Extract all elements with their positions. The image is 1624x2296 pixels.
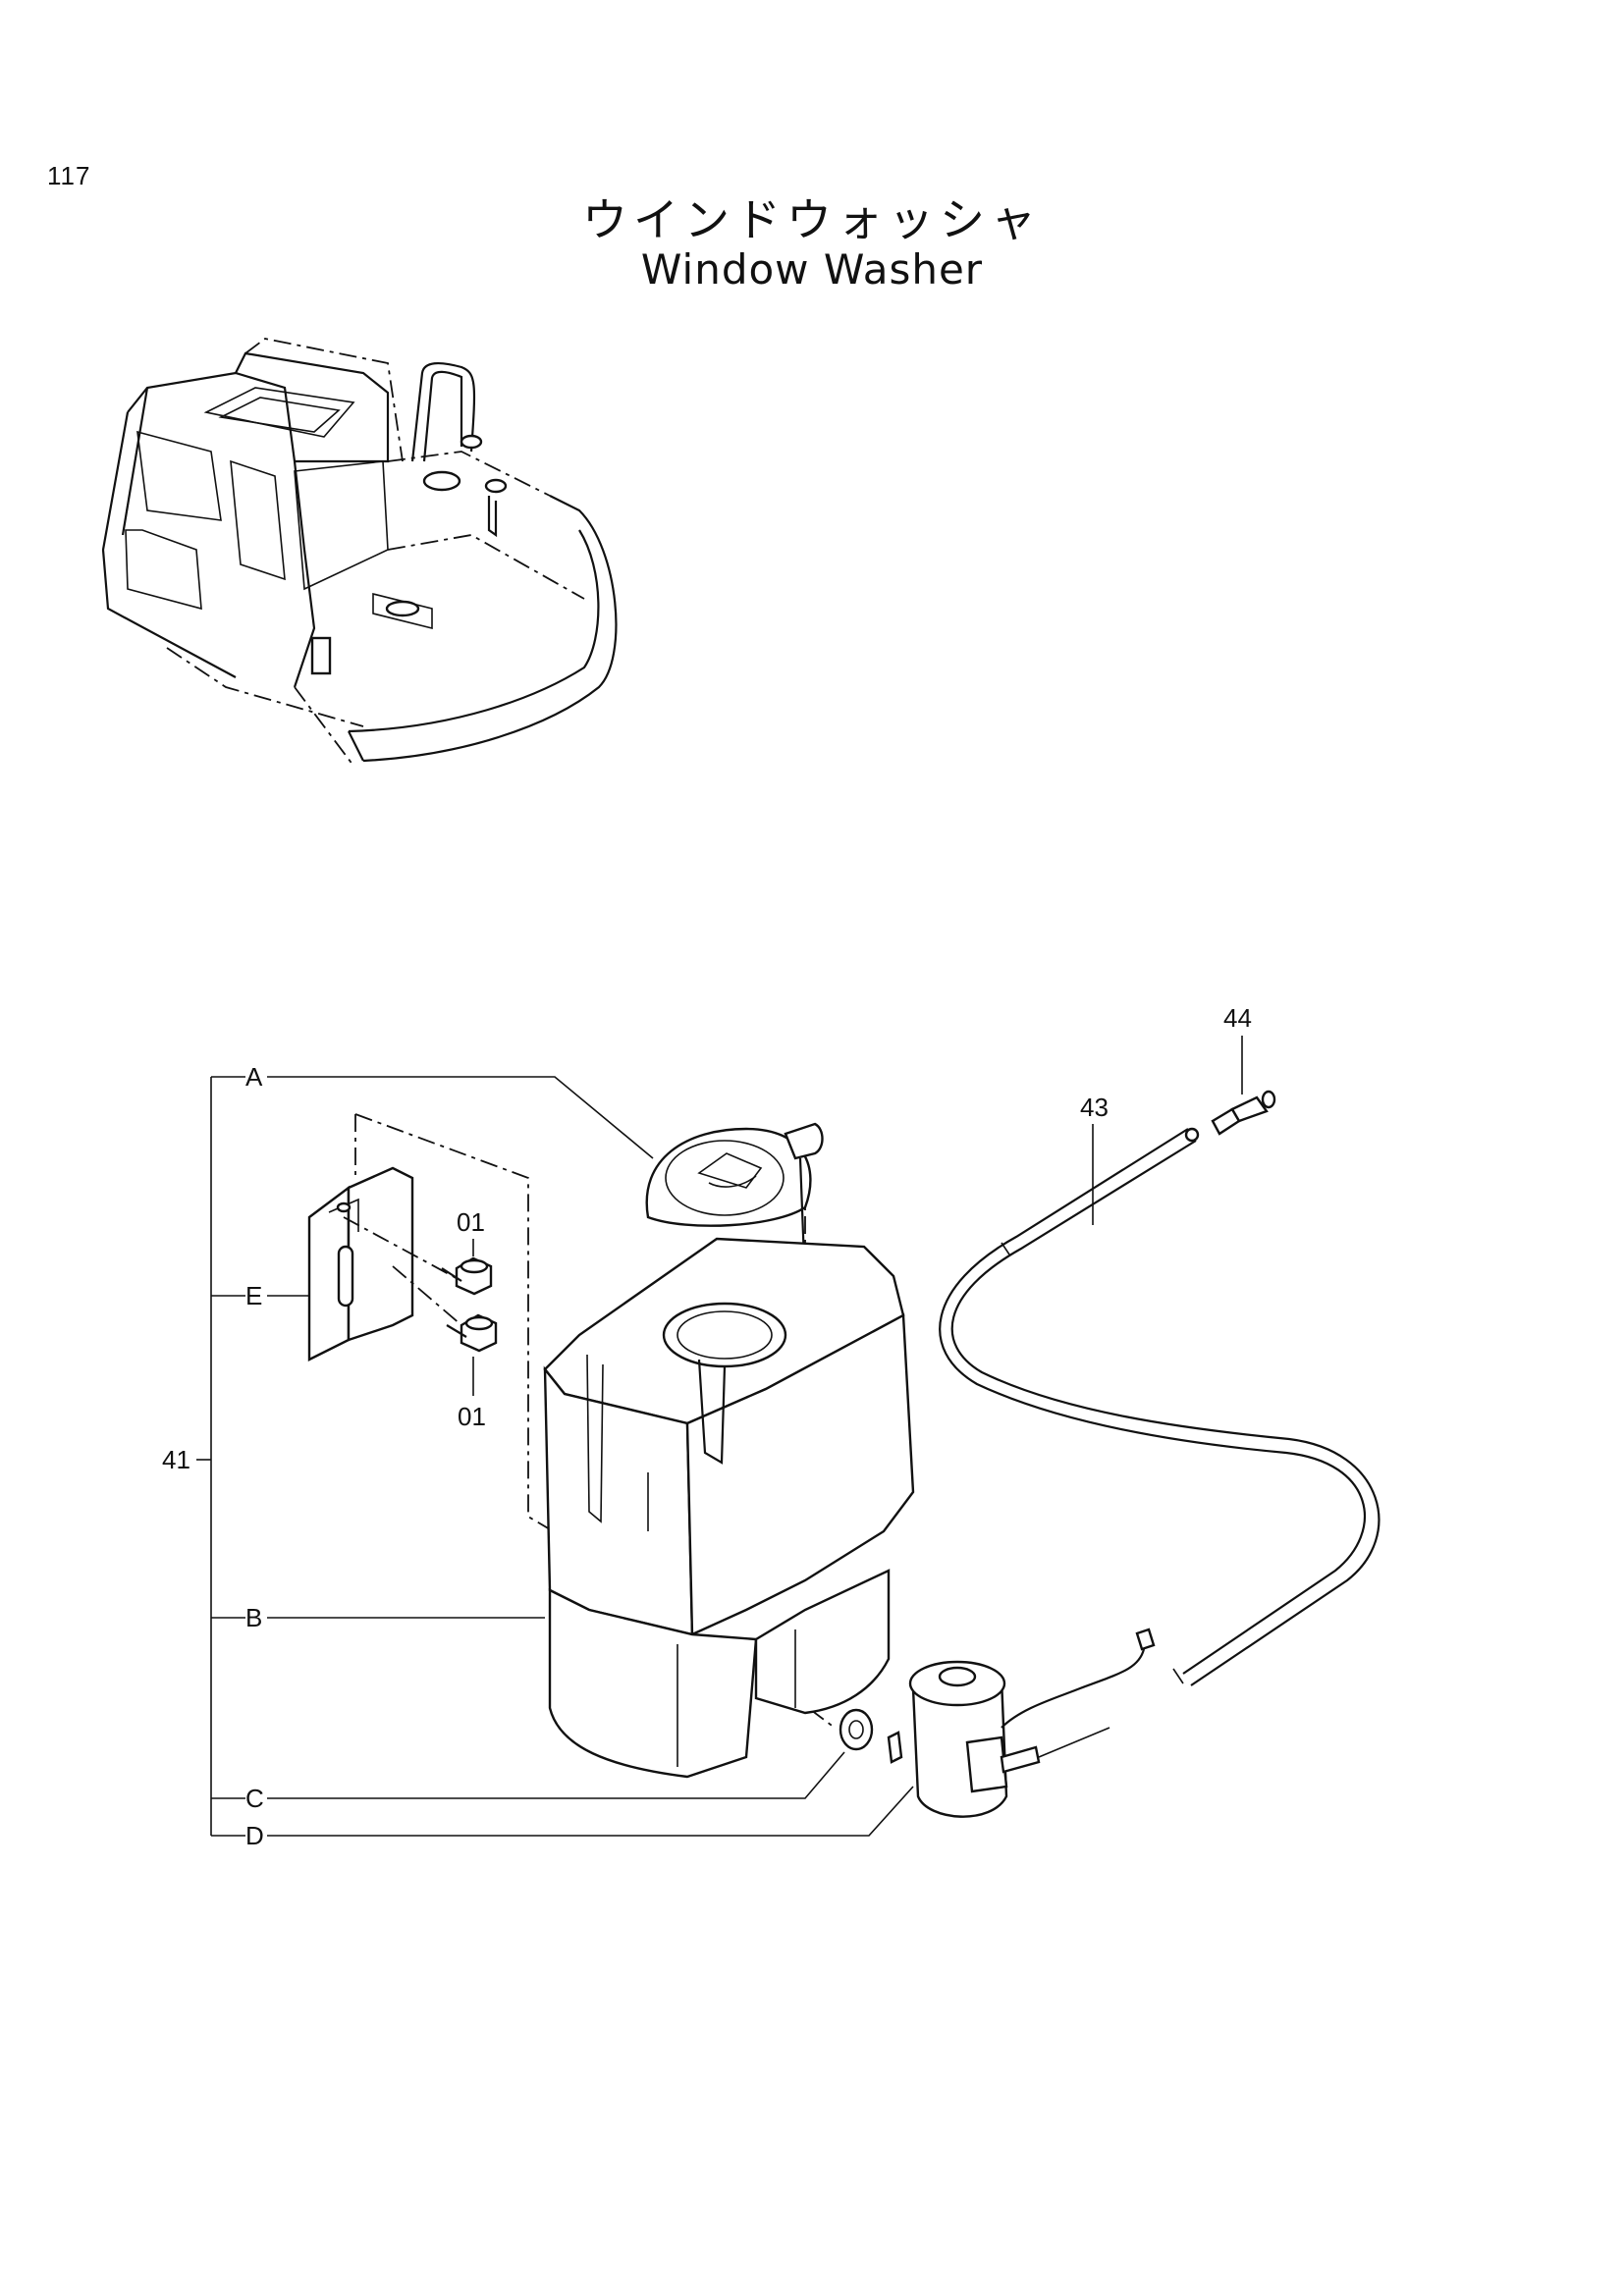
- callout-41: 41: [162, 1445, 190, 1474]
- group-bracket-41: [196, 1076, 245, 1837]
- bolt-upper: [441, 1256, 493, 1296]
- grommet: [839, 1708, 874, 1751]
- callout-b: B: [245, 1603, 262, 1632]
- callout-01-lower: 01: [458, 1402, 486, 1431]
- mounting-bracket: [307, 1166, 414, 1362]
- bolt-lower: [446, 1313, 498, 1353]
- machine-overview-illustration: [101, 338, 618, 767]
- callout-d: D: [245, 1821, 264, 1850]
- page-number: 117: [47, 161, 91, 190]
- title-english: Window Washer: [640, 245, 984, 294]
- callout-c: C: [245, 1784, 264, 1813]
- callout-e: E: [245, 1281, 262, 1310]
- title-japanese: ウインドウォッシャ: [582, 193, 1042, 246]
- callout-a: A: [245, 1062, 263, 1092]
- washer-tank: [543, 1237, 915, 1779]
- callout-43: 43: [1080, 1093, 1109, 1122]
- washer-pump: [887, 1628, 1156, 1818]
- leader-lines: [267, 1076, 914, 1837]
- callout-44: 44: [1223, 1003, 1252, 1033]
- nozzle-joint: [1211, 1090, 1276, 1136]
- washer-hose: [939, 1127, 1380, 1686]
- callout-01-upper: 01: [457, 1207, 485, 1237]
